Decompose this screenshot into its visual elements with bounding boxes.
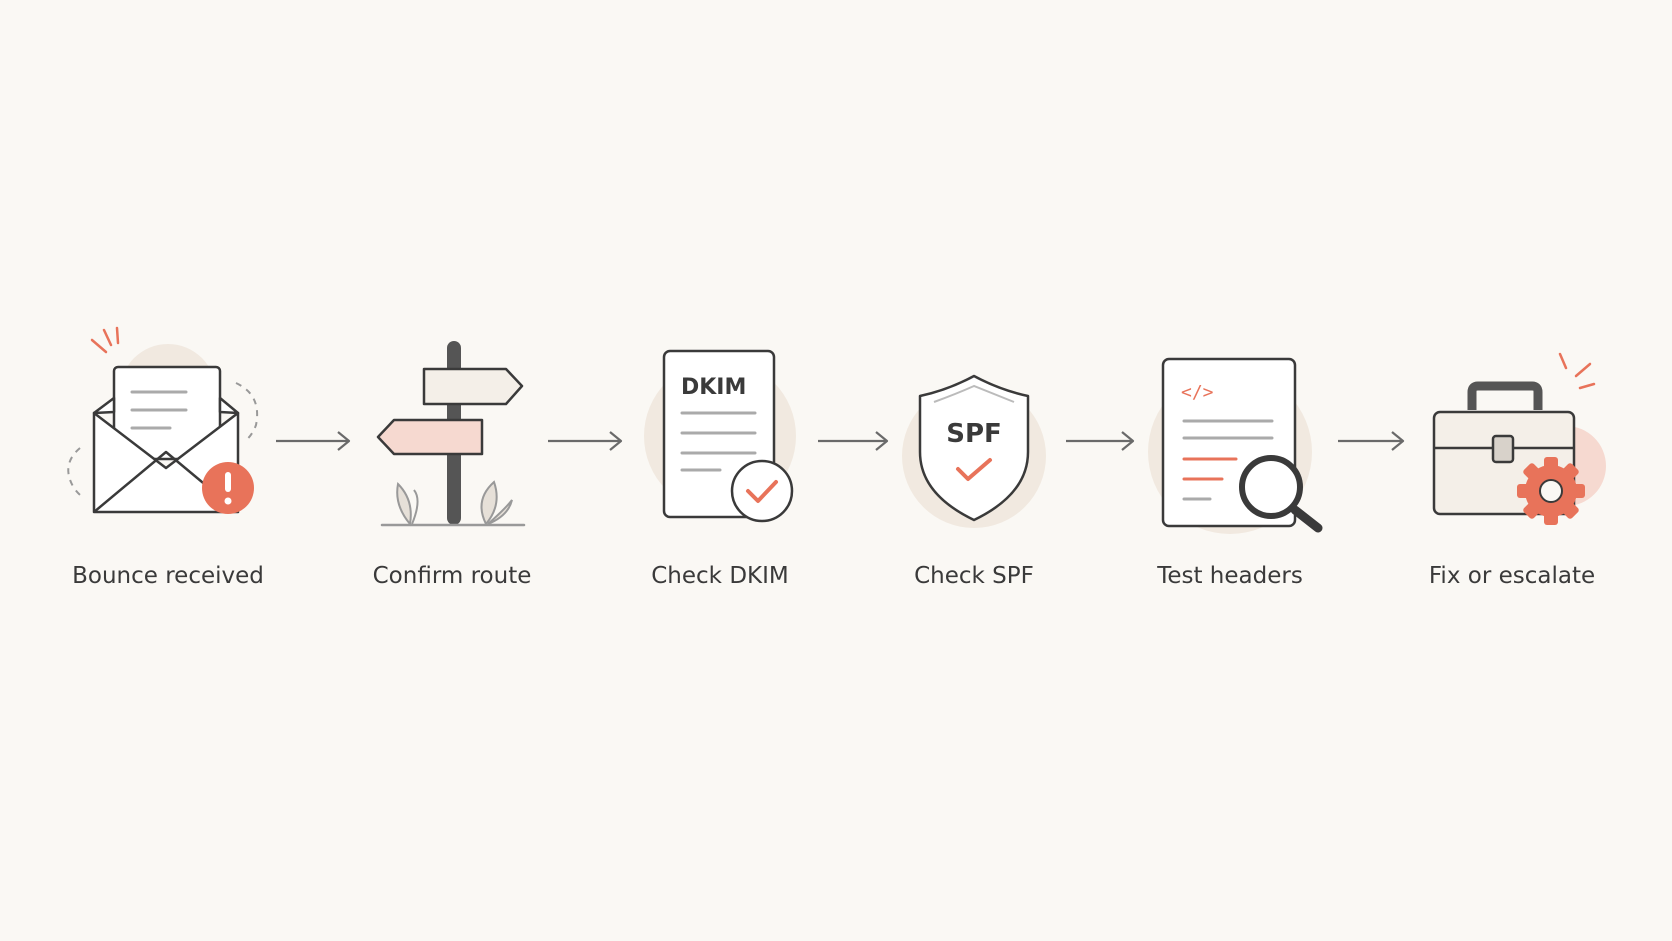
step-check-spf: SPF Check SPF (902, 374, 1046, 589)
code-document-magnifier-icon: </> (1148, 357, 1323, 534)
step-label: Check SPF (914, 563, 1034, 589)
magnifier-icon (1239, 455, 1323, 533)
gear-icon (1517, 457, 1585, 525)
step-label: Check DKIM (651, 563, 788, 589)
step-bounce-received: Bounce received (67, 326, 264, 589)
toolbox-gear-icon (1432, 352, 1606, 525)
step-label: Test headers (1156, 563, 1303, 589)
flow-arrow (276, 431, 351, 451)
flow-arrow (548, 431, 623, 451)
step-label: Bounce received (72, 563, 264, 589)
envelope-alert-icon (67, 326, 258, 514)
step-label: Confirm route (373, 563, 532, 589)
spf-text: SPF (946, 419, 1002, 449)
step-fix-or-escalate: Fix or escalate (1429, 352, 1606, 589)
flow-arrow (818, 431, 889, 451)
flow-arrow (1338, 431, 1405, 451)
spf-shield-icon: SPF (902, 374, 1046, 528)
flow-arrow (1066, 431, 1135, 451)
code-tag-text: </> (1181, 382, 1214, 403)
step-check-dkim: DKIM Check DKIM (644, 349, 796, 589)
signpost-icon (376, 341, 526, 527)
step-label: Fix or escalate (1429, 563, 1595, 589)
dkim-text: DKIM (681, 375, 746, 400)
step-test-headers: </> Test headers (1148, 357, 1323, 589)
check-badge-icon (730, 459, 794, 523)
step-confirm-route: Confirm route (373, 341, 532, 589)
dkim-document-check-icon: DKIM (644, 349, 796, 523)
alert-badge-icon (202, 462, 254, 514)
